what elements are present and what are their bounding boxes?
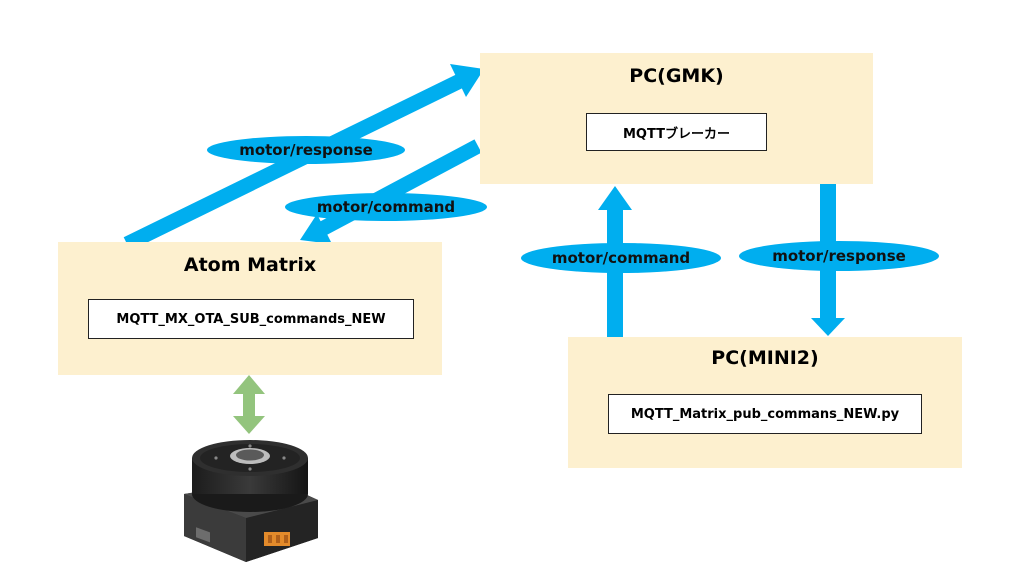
mqtt-broker-box: MQTTブレーカー xyxy=(586,113,767,151)
label-gmk-to-mini2: motor/response xyxy=(739,241,939,271)
node-atom-matrix: Atom Matrix MQTT_MX_OTA_SUB_commands_NEW xyxy=(58,242,442,375)
label-gmk-to-atom: motor/command xyxy=(285,193,487,221)
label-atom-to-gmk: motor/response xyxy=(207,136,405,164)
atom-sketch-box: MQTT_MX_OTA_SUB_commands_NEW xyxy=(88,299,414,339)
node-pc-mini2: PC(MINI2) MQTT_Matrix_pub_commans_NEW.py xyxy=(568,337,962,468)
node-pc-mini2-title: PC(MINI2) xyxy=(711,347,819,369)
node-pc-gmk-title: PC(GMK) xyxy=(629,65,724,87)
node-pc-gmk: PC(GMK) MQTTブレーカー xyxy=(480,53,873,184)
arrow-mini2-to-gmk xyxy=(598,186,632,337)
label-mini2-to-gmk: motor/command xyxy=(521,243,721,273)
node-atom-matrix-title: Atom Matrix xyxy=(183,254,317,276)
motor-unit-icon xyxy=(184,440,318,562)
link-atom-motor xyxy=(233,375,265,434)
mini2-script-box: MQTT_Matrix_pub_commans_NEW.py xyxy=(608,394,922,434)
